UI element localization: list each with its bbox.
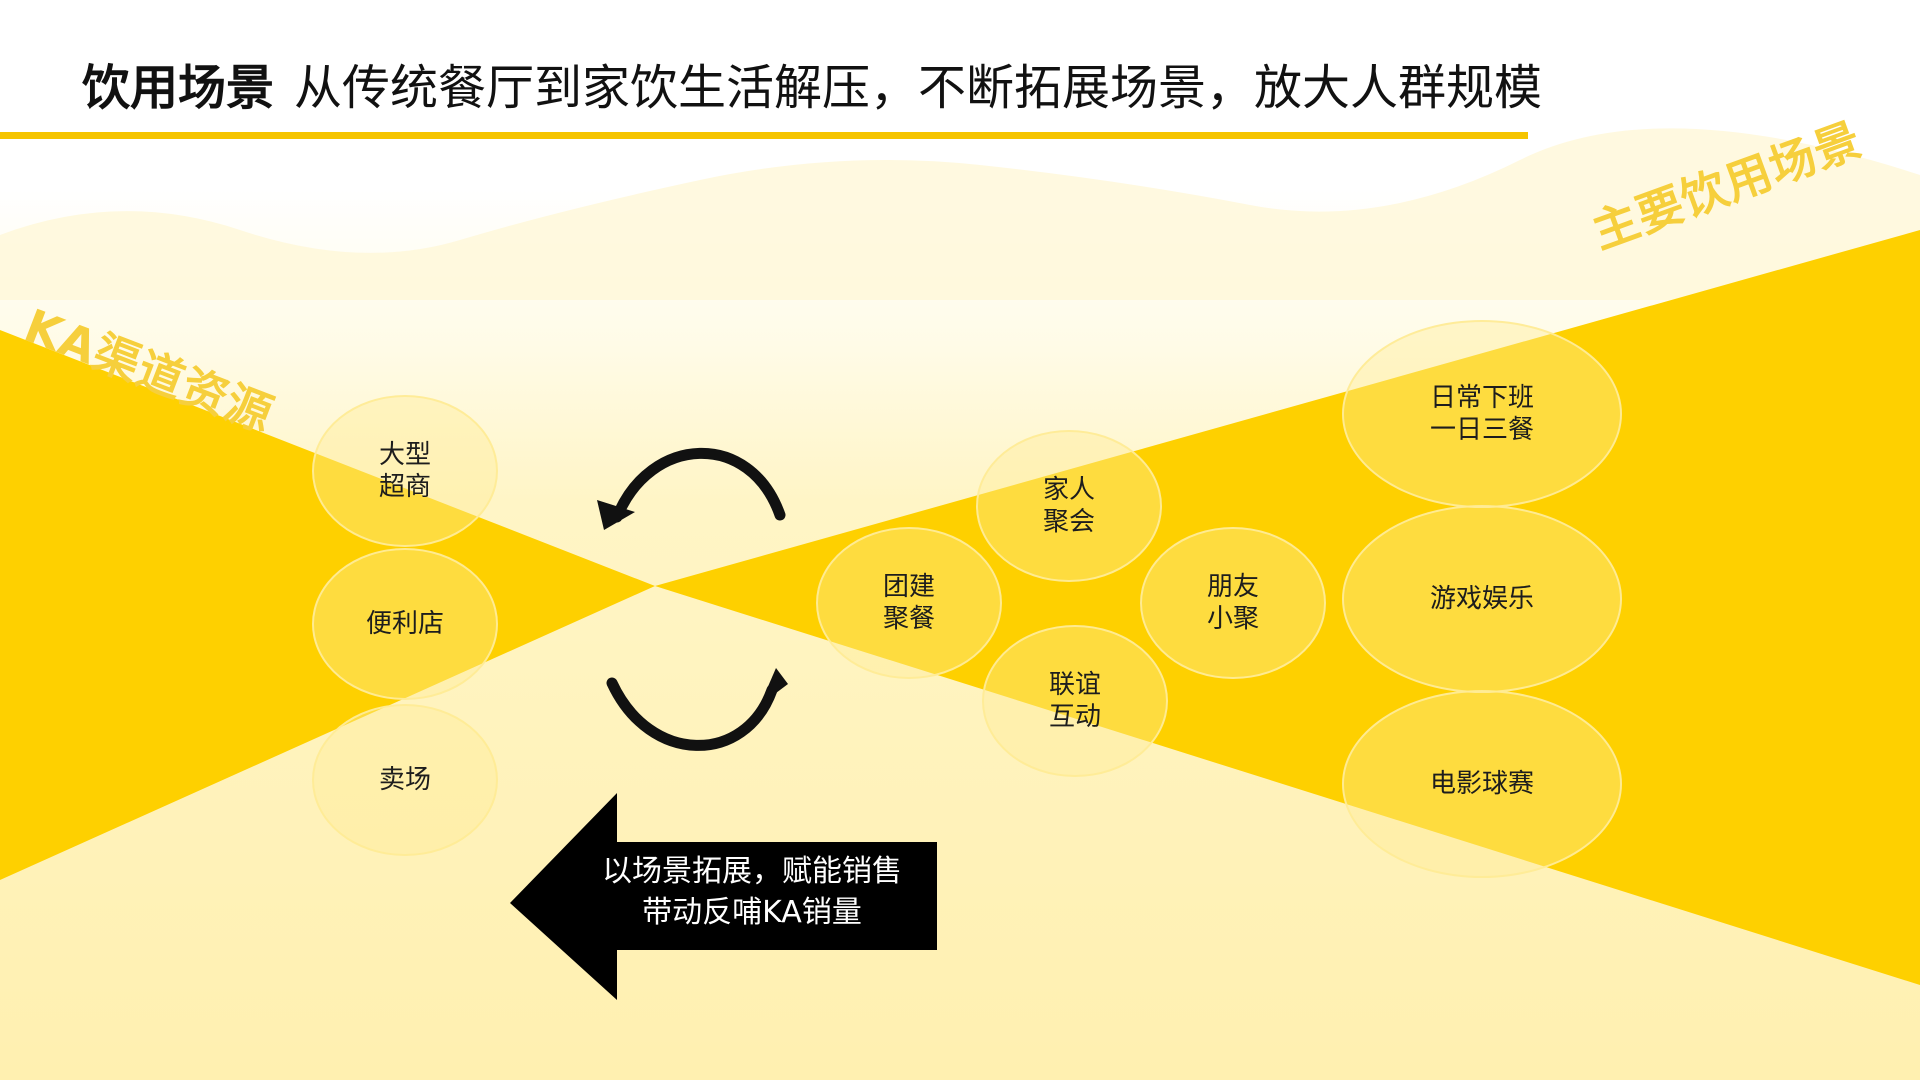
bubble-convenience-store: 便利店 <box>312 548 498 700</box>
cycle-arrow-top-icon <box>611 447 786 523</box>
bubble-label: 朋友 小聚 <box>1206 571 1259 635</box>
cloud-edge <box>0 128 1920 300</box>
bubble-label: 卖场 <box>378 764 431 795</box>
bubble-team-dinner: 团建 聚餐 <box>816 527 1002 679</box>
big-left-arrow-icon <box>510 793 937 1000</box>
bubble-label: 日常下班 一日三餐 <box>1429 382 1534 446</box>
bubble-label: 家人 聚会 <box>1042 474 1095 538</box>
bubble-label: 电影球赛 <box>1429 768 1534 799</box>
bubble-label: 游戏娱乐 <box>1429 583 1534 614</box>
bubble-family-gathering: 家人 聚会 <box>976 430 1162 582</box>
title-subtitle: 从传统餐厅到家饮生活解压，不断拓展场景，放大人群规模 <box>294 60 1543 116</box>
bubble-label: 便利店 <box>365 608 444 639</box>
cycle-arrow-bottom-icon <box>606 677 778 751</box>
cycle-arrowhead-bottom <box>760 668 788 705</box>
bubble-supermarket: 大型 超商 <box>312 395 498 547</box>
bubble-daily-meals: 日常下班 一日三餐 <box>1342 320 1622 508</box>
title-underline <box>0 132 1528 139</box>
bubble-label: 大型 超商 <box>378 439 431 503</box>
bubble-mall: 卖场 <box>312 704 498 856</box>
title-keyword: 饮用场景 <box>82 60 275 116</box>
bubble-movies-sports: 电影球赛 <box>1342 690 1622 878</box>
page-title: 饮用场景 从传统餐厅到家饮生活解压，不断拓展场景，放大人群规模 <box>82 48 1542 118</box>
bubble-friends-gathering: 朋友 小聚 <box>1140 527 1326 679</box>
callout-text: 以场景拓展，赋能销售 带动反哺KA销量 <box>602 854 902 930</box>
cycle-arrowhead-top <box>597 500 635 530</box>
bubble-social-event: 联谊 互动 <box>982 625 1168 777</box>
bubble-label: 联谊 互动 <box>1048 669 1101 733</box>
bubble-gaming: 游戏娱乐 <box>1342 505 1622 693</box>
bubble-label: 团建 聚餐 <box>882 571 935 635</box>
